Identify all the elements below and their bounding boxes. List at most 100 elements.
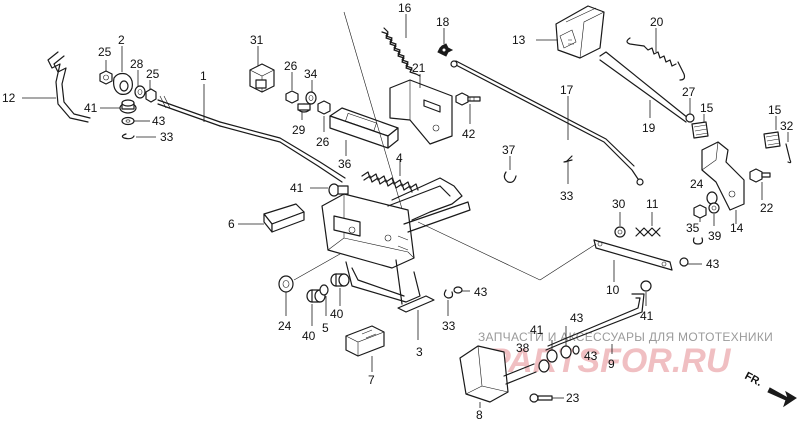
- part-pin-33-left: [121, 133, 135, 140]
- callout: 35: [686, 221, 700, 235]
- callout: 9: [608, 357, 615, 371]
- front-direction-marker: FR.: [743, 370, 797, 408]
- callout: 6: [228, 217, 235, 231]
- part-washer-5: [319, 284, 329, 296]
- part-bushing-40b: [330, 273, 350, 287]
- part-nut-26b: [317, 100, 331, 115]
- callout: 40: [302, 329, 316, 343]
- callout: 22: [760, 201, 774, 215]
- callout: 41: [84, 101, 98, 115]
- part-rod-19: [599, 51, 689, 123]
- callout: 15: [700, 101, 714, 115]
- callout: 41: [640, 309, 654, 323]
- leader-line: [417, 221, 541, 281]
- part-washer-24-right: [706, 191, 718, 205]
- callout: 23: [566, 391, 580, 405]
- part-spring-20: [626, 37, 686, 81]
- part-bolt-23: [529, 393, 553, 403]
- callout: 33: [560, 189, 574, 203]
- part-washer-43-left: [121, 116, 135, 126]
- callout: 37: [502, 143, 516, 157]
- part-bracket-21: [389, 79, 453, 145]
- part-pin-35: [692, 237, 704, 245]
- callout: 17: [560, 83, 574, 97]
- part-main-assembly: [321, 177, 471, 313]
- part-nut-25a: [99, 70, 113, 85]
- callout: 20: [650, 15, 664, 29]
- part-washer-38: [538, 359, 550, 373]
- part-bolt-22: [749, 168, 771, 183]
- callout: 10: [606, 283, 620, 297]
- part-washer-43-right: [679, 257, 689, 267]
- callout: 43: [474, 285, 488, 299]
- part-nut-25b: [145, 88, 157, 103]
- part-nut-26a: [285, 90, 299, 104]
- part-bolt-41-left: [119, 99, 137, 114]
- part-lever-14: [701, 141, 745, 211]
- leader-line: [293, 253, 341, 281]
- front-arrow-icon: [767, 387, 797, 408]
- part-pad-6: [263, 203, 305, 233]
- part-washer-34: [305, 91, 317, 105]
- callout: 15: [768, 103, 782, 117]
- part-bolt-41-mid: [328, 183, 349, 197]
- callout: 34: [304, 67, 318, 81]
- part-nut-35: [693, 204, 707, 219]
- callout: 32: [780, 119, 794, 133]
- callout: 2: [118, 33, 125, 47]
- callout: 25: [98, 45, 112, 59]
- callout: 30: [612, 197, 626, 211]
- part-pedal-8: [459, 345, 537, 403]
- part-washer-28: [134, 85, 146, 99]
- part-bushing-15b: [763, 131, 781, 149]
- part-washer-43-mid: [453, 286, 463, 294]
- callout: 5: [322, 321, 329, 335]
- part-spring-11: [635, 227, 661, 237]
- part-nut-41b: [560, 345, 572, 359]
- callout: 38: [516, 341, 530, 355]
- part-pin-33-right: [563, 159, 573, 163]
- part-spring-4: [361, 171, 419, 193]
- callout: 28: [130, 57, 144, 71]
- callout: 21: [412, 61, 426, 75]
- part-pin-32: [785, 143, 792, 164]
- watermark-logo: PARTSFOR.RU: [488, 342, 732, 380]
- callout: 36: [338, 157, 352, 171]
- callout: 43: [152, 114, 166, 128]
- part-spacer-29: [297, 103, 311, 113]
- front-direction-label: FR.: [743, 370, 764, 389]
- part-rod-1: [157, 95, 346, 183]
- callout: 29: [292, 123, 306, 137]
- callout: 14: [730, 221, 744, 235]
- part-block-7: [345, 325, 385, 357]
- callout: 7: [368, 373, 375, 387]
- callout: 11: [646, 197, 659, 211]
- part-clip-31: [249, 63, 275, 93]
- callout: 41: [530, 323, 544, 337]
- callout: 12: [2, 91, 16, 105]
- leader-line: [343, 11, 411, 237]
- part-nut-18: [437, 43, 454, 57]
- callout: 3: [416, 345, 423, 359]
- callout: 24: [278, 319, 292, 333]
- part-washer-43-pedal: [572, 345, 580, 355]
- part-washer-39: [708, 202, 720, 214]
- part-rod-9: [545, 293, 645, 351]
- callout: 24: [690, 177, 704, 191]
- callout: 39: [708, 229, 722, 243]
- callout: 4: [396, 151, 403, 165]
- part-arm-10: [593, 239, 673, 271]
- part-spring-16: [381, 27, 421, 77]
- callout: 18: [436, 15, 450, 29]
- callout: 42: [462, 127, 476, 141]
- callout: 31: [250, 33, 264, 47]
- part-bolt-42: [455, 92, 481, 106]
- callout: 19: [642, 121, 656, 135]
- callout: 33: [442, 319, 456, 333]
- callout: 41: [290, 181, 304, 195]
- part-slider-36: [329, 107, 399, 149]
- callout: 26: [284, 59, 298, 73]
- part-bolt-41-right: [640, 280, 652, 292]
- part-cable-17: [450, 60, 644, 186]
